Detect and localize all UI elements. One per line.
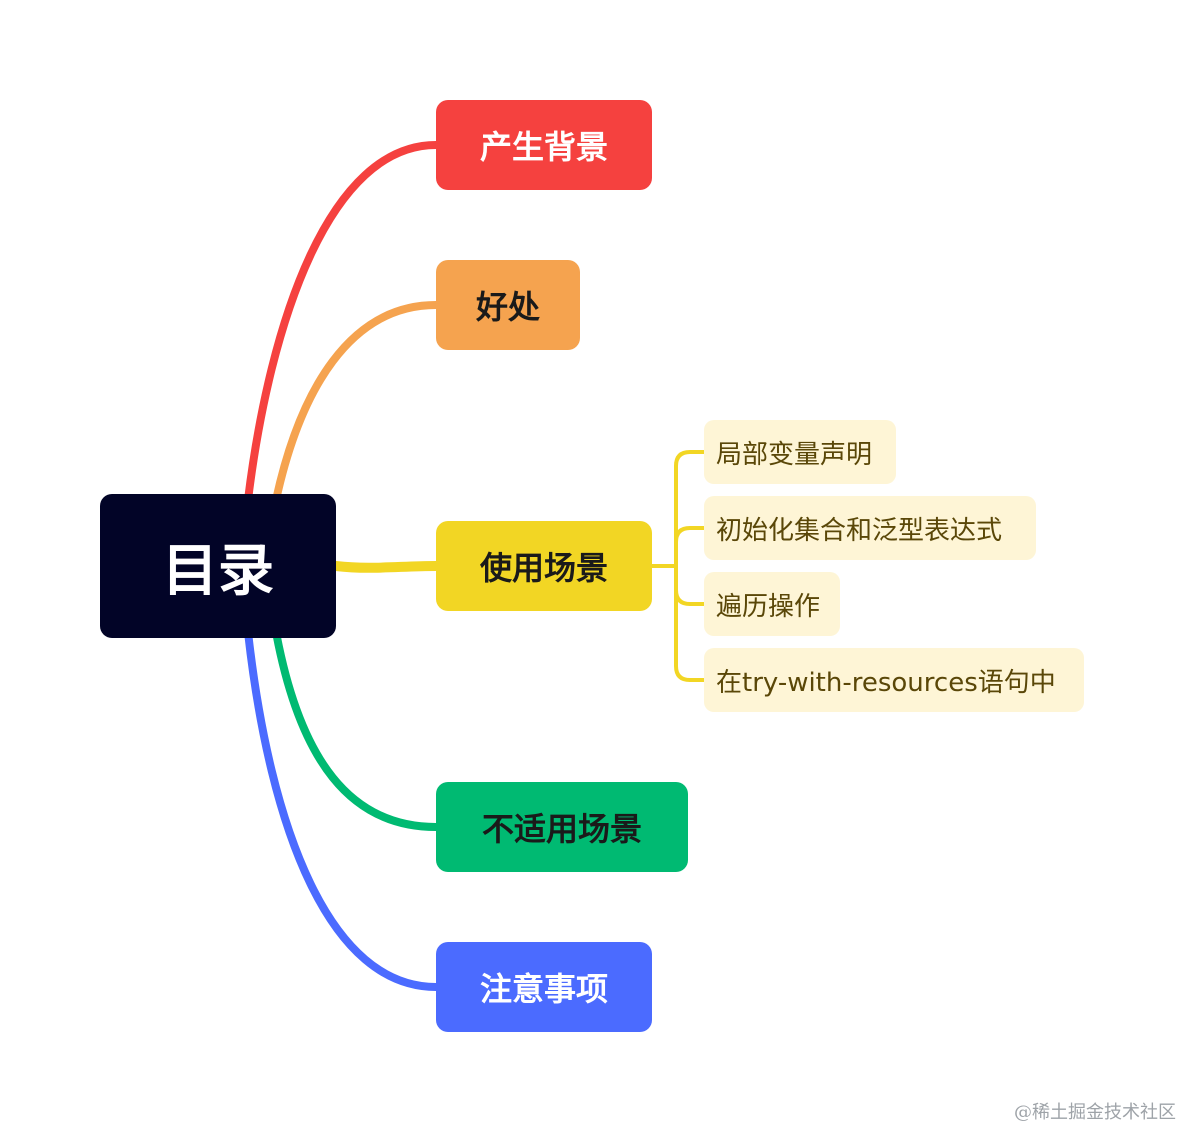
- leaf-node-local-variable[interactable]: 局部变量声明: [704, 420, 896, 484]
- connector-leaf-1: [674, 526, 704, 543]
- branch-node-notes[interactable]: 注意事项: [436, 942, 652, 1032]
- branch-node-background[interactable]: 产生背景: [436, 100, 652, 190]
- leaf-node-collection-generics[interactable]: 初始化集合和泛型表达式: [704, 496, 1036, 560]
- connector-leaf-2: [674, 589, 704, 606]
- branch-node-unsuitable-cases[interactable]: 不适用场景: [436, 782, 688, 872]
- root-node[interactable]: 目录: [100, 494, 336, 638]
- connector-yellow: [331, 561, 441, 573]
- watermark-text: @稀土掘金技术社区: [1014, 1102, 1176, 1123]
- connector-leaf-bracket: [674, 450, 704, 682]
- branch-node-benefits[interactable]: 好处: [436, 260, 580, 350]
- connector-blue: [244, 628, 440, 991]
- branch-node-use-cases[interactable]: 使用场景: [436, 521, 652, 611]
- leaf-node-try-with-resources[interactable]: 在try-with-resources语句中: [704, 648, 1084, 712]
- connector-green: [272, 628, 440, 831]
- connector-red: [244, 141, 440, 504]
- connector-orange: [272, 301, 440, 504]
- leaf-node-iteration[interactable]: 遍历操作: [704, 572, 840, 636]
